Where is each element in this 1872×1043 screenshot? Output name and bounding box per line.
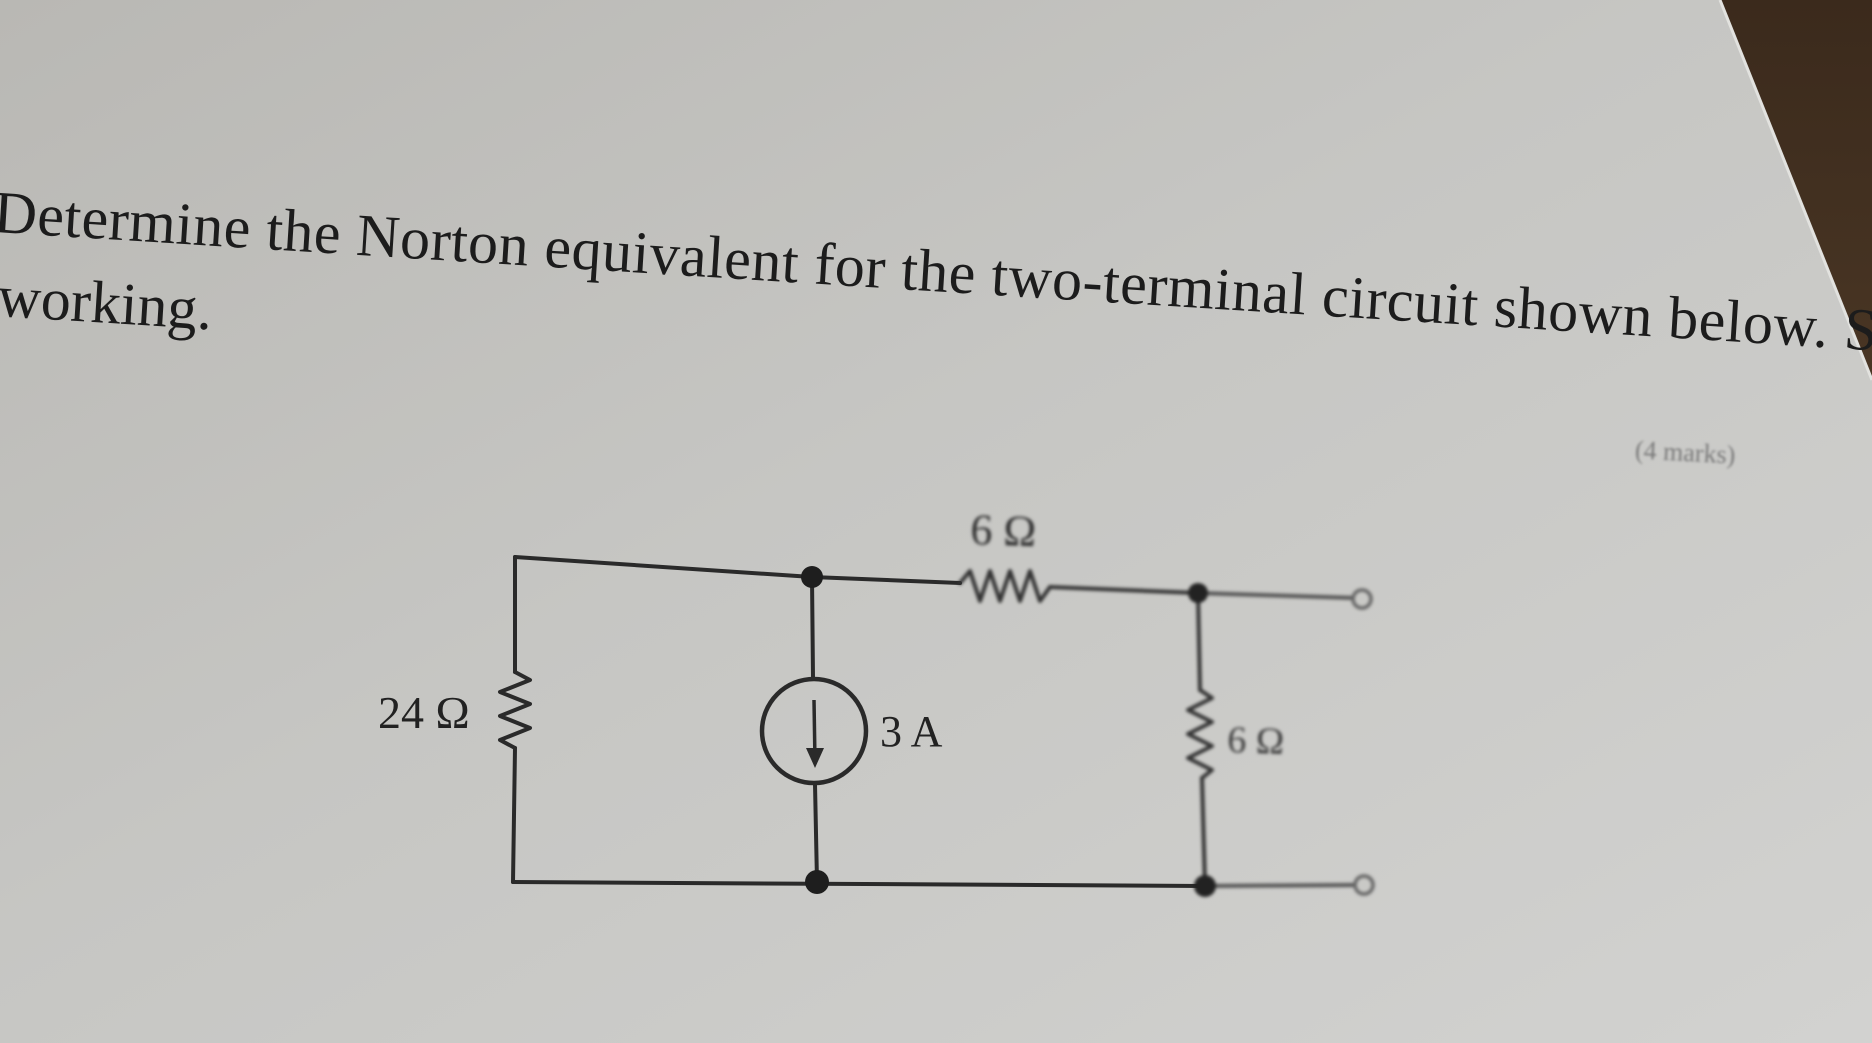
label-current-source: 3 A bbox=[880, 707, 943, 756]
terminal-top bbox=[1351, 588, 1373, 610]
wire-right-lower bbox=[1200, 776, 1207, 888]
wire-right-upper bbox=[1196, 591, 1202, 692]
wire-top-middle bbox=[810, 575, 962, 585]
wire-output-top bbox=[1196, 591, 1357, 600]
label-left-resistor: 24 Ω bbox=[378, 687, 470, 738]
current-source bbox=[759, 676, 869, 786]
wire-top-left bbox=[513, 555, 814, 579]
resistor-24-symbol bbox=[498, 670, 532, 750]
wire-left-lower bbox=[511, 746, 517, 884]
wire-output-bottom bbox=[1203, 883, 1359, 888]
label-right-resistor: 6 Ω bbox=[1227, 719, 1285, 763]
wire-source-top bbox=[810, 575, 815, 680]
resistor-right-6-symbol bbox=[1186, 688, 1214, 780]
wire-top-right bbox=[1048, 585, 1200, 595]
down-arrow-icon bbox=[806, 748, 824, 768]
resistor-top-6-symbol bbox=[958, 569, 1052, 603]
node-bottom-middle bbox=[805, 870, 829, 894]
wire-source-bottom bbox=[813, 782, 819, 884]
right-section: 6 Ω 6 Ω bbox=[958, 505, 1375, 897]
terminal-bottom bbox=[1353, 874, 1375, 896]
node-bottom-right bbox=[1194, 875, 1216, 897]
node-top-middle bbox=[801, 566, 823, 588]
label-top-resistor: 6 Ω bbox=[970, 505, 1037, 556]
current-source-circle bbox=[759, 676, 869, 786]
wire-bottom bbox=[511, 880, 1207, 888]
node-top-right bbox=[1188, 583, 1208, 603]
